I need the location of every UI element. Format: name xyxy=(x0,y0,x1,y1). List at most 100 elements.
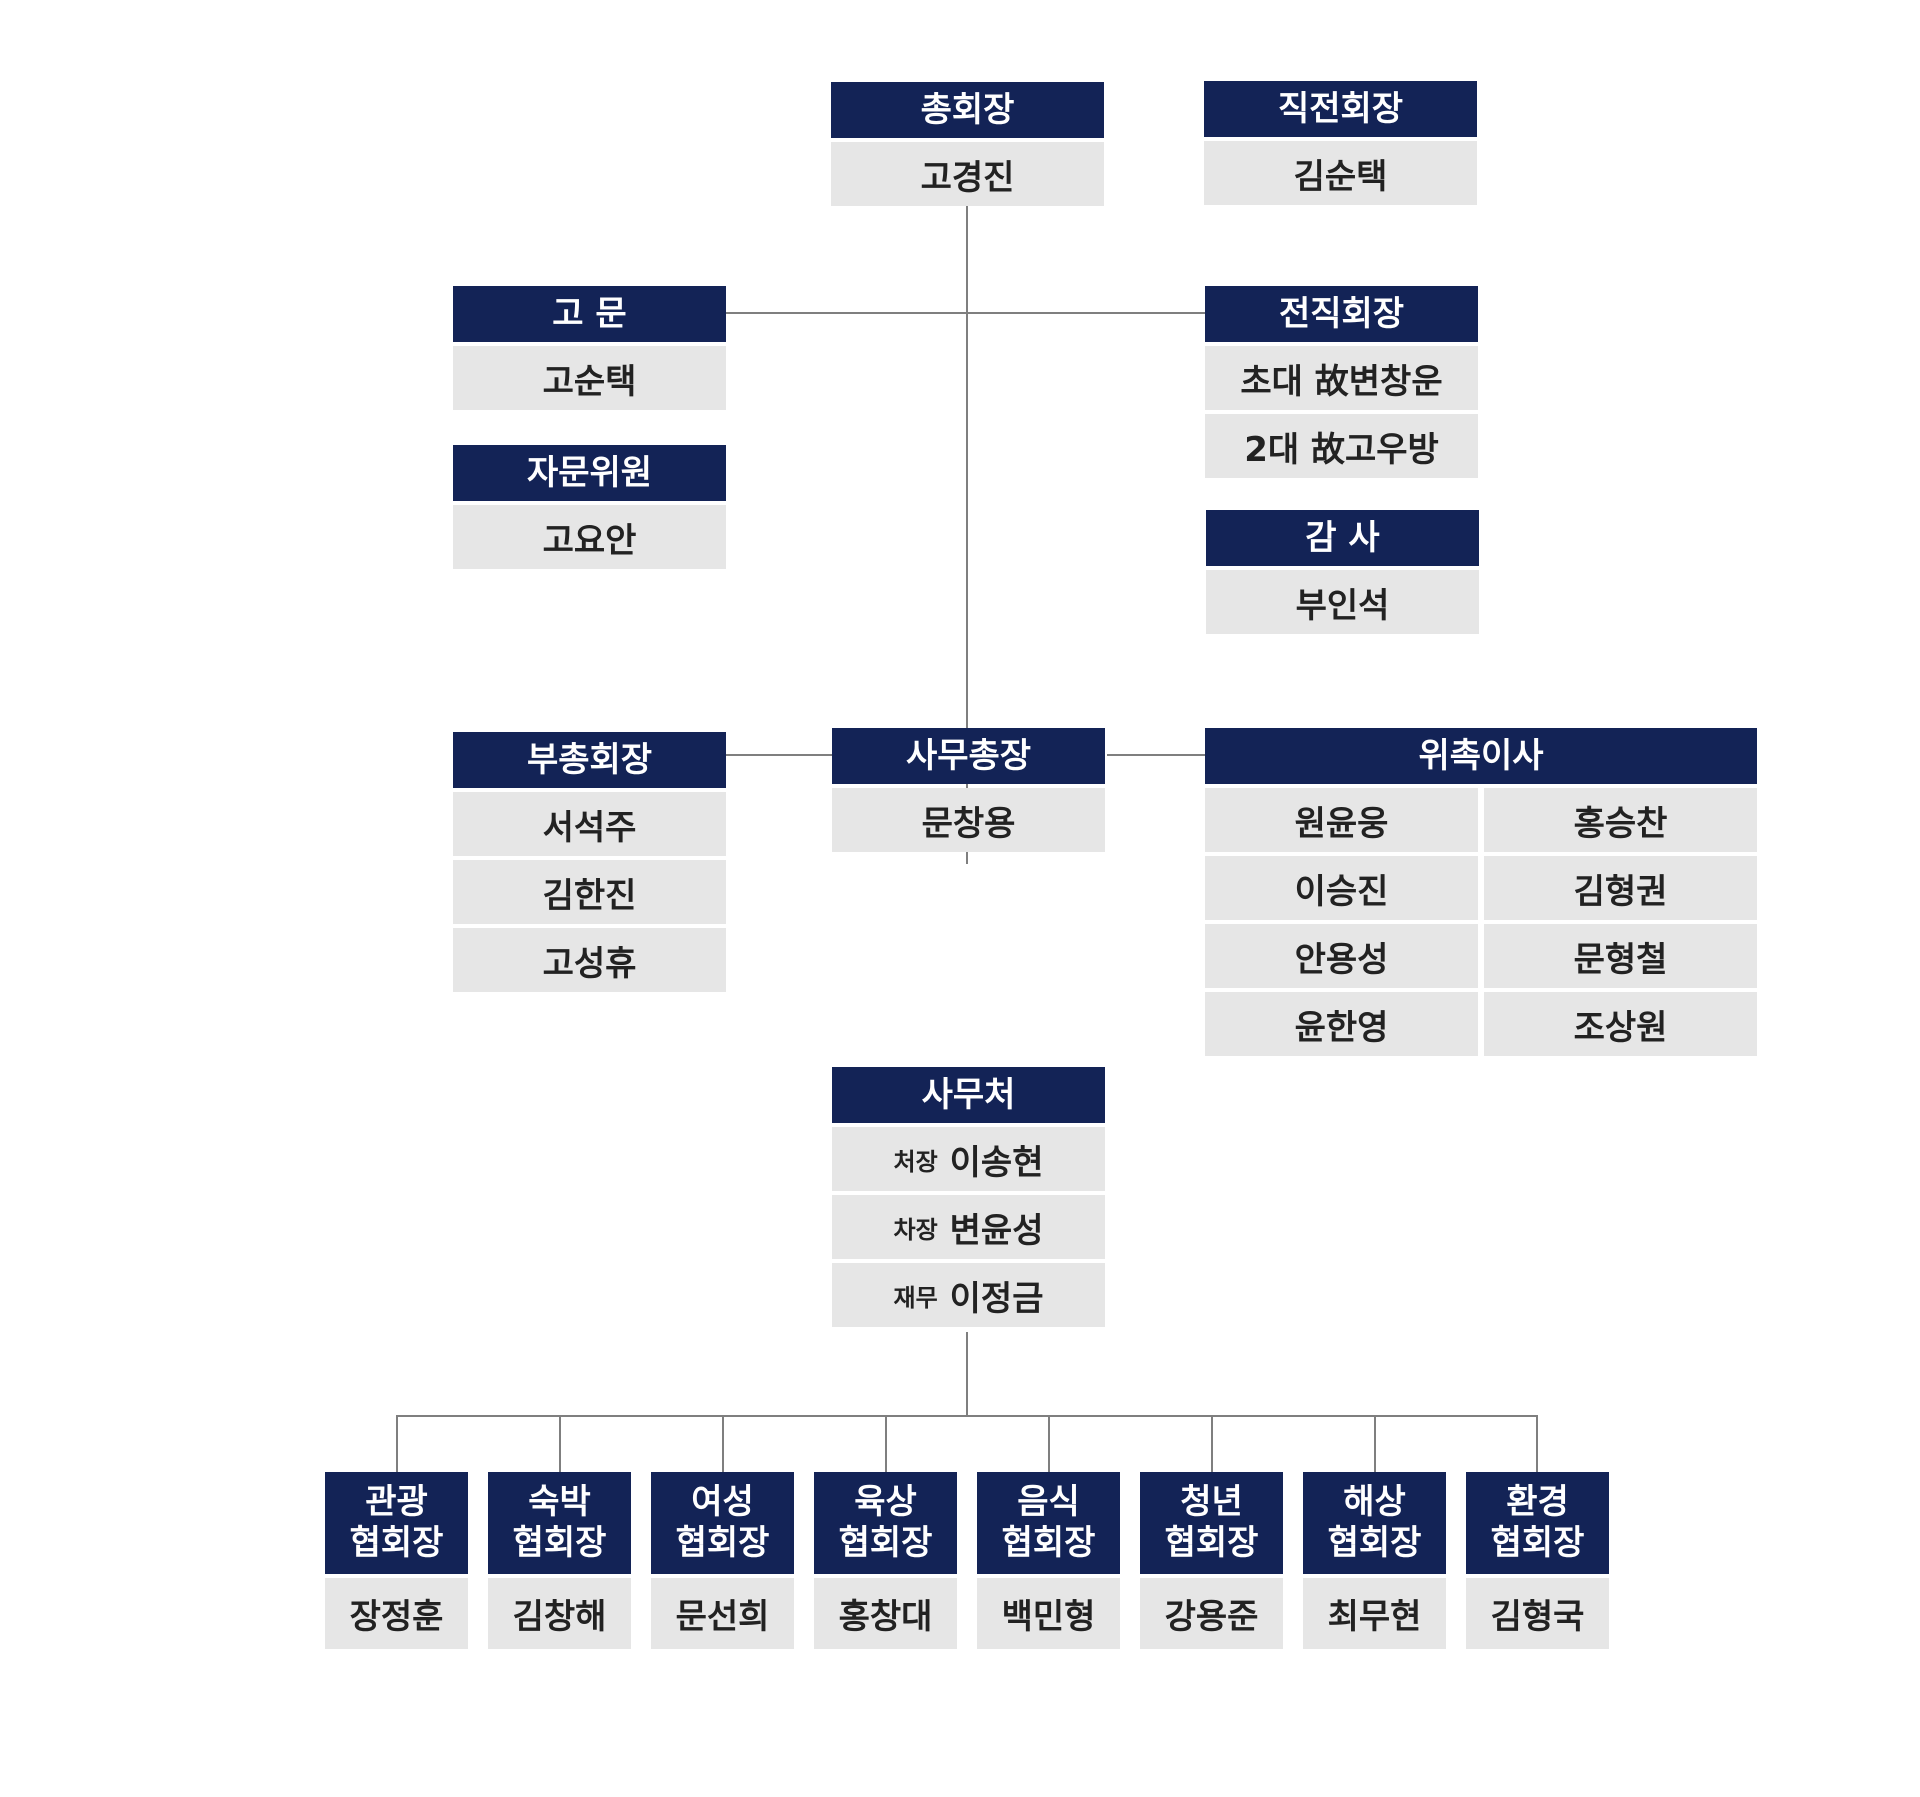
association-category: 청년 xyxy=(1180,1482,1243,1523)
association-name: 홍창대 xyxy=(814,1578,957,1649)
association-role: 협회장 xyxy=(675,1523,770,1563)
connector-vice-secretary xyxy=(726,754,832,756)
office-member-role: 처장 xyxy=(893,1147,938,1176)
association-title: 숙박 협회장 xyxy=(488,1472,631,1574)
office-title: 사무처 xyxy=(832,1067,1105,1123)
consultant-name: 고요안 xyxy=(453,505,726,569)
association-box: 숙박 협회장 김창해 xyxy=(488,1472,631,1649)
auditor-title: 감 사 xyxy=(1206,510,1479,566)
association-box: 환경 협회장 김형국 xyxy=(1466,1472,1609,1649)
office-member: 처장 이송현 xyxy=(832,1127,1105,1191)
association-box: 육상 협회장 홍창대 xyxy=(814,1472,957,1649)
director-item: 조상원 xyxy=(1484,992,1757,1056)
previous-president-title: 직전회장 xyxy=(1204,81,1477,137)
director-item: 안용성 xyxy=(1205,924,1478,988)
association-category: 관광 xyxy=(365,1482,428,1523)
connector-association-drop xyxy=(885,1415,887,1472)
association-role: 협회장 xyxy=(1490,1523,1585,1563)
vice-presidents-box: 부총회장 서석주 김한진 고성휴 xyxy=(453,732,726,992)
director-item: 이승진 xyxy=(1205,856,1478,920)
association-name: 백민형 xyxy=(977,1578,1120,1649)
association-role: 협회장 xyxy=(838,1523,933,1563)
secretary-general-name: 문창용 xyxy=(832,788,1105,852)
connector-trunk-top xyxy=(966,206,968,864)
president-name: 고경진 xyxy=(831,142,1104,206)
association-name: 장정훈 xyxy=(325,1578,468,1649)
association-box: 여성 협회장 문선희 xyxy=(651,1472,794,1649)
connector-association-drop xyxy=(559,1415,561,1472)
advisor-name: 고순택 xyxy=(453,346,726,410)
advisor-title: 고 문 xyxy=(453,286,726,342)
former-presidents-title: 전직회장 xyxy=(1205,286,1478,342)
vice-president-item: 김한진 xyxy=(453,860,726,924)
connector-association-drop xyxy=(1048,1415,1050,1472)
association-box: 해상 협회장 최무현 xyxy=(1303,1472,1446,1649)
connector-secretary-directors xyxy=(1107,754,1207,756)
association-box: 음식 협회장 백민형 xyxy=(977,1472,1120,1649)
association-role: 협회장 xyxy=(349,1523,444,1563)
association-title: 해상 협회장 xyxy=(1303,1472,1446,1574)
association-role: 협회장 xyxy=(512,1523,607,1563)
director-item: 원윤웅 xyxy=(1205,788,1478,852)
association-name: 문선희 xyxy=(651,1578,794,1649)
connector-trunk-bottom xyxy=(966,1332,968,1416)
office-member: 재무 이정금 xyxy=(832,1263,1105,1327)
former-president-item: 초대 故변창운 xyxy=(1205,346,1478,410)
association-title: 환경 협회장 xyxy=(1466,1472,1609,1574)
association-category: 환경 xyxy=(1506,1482,1569,1523)
office-member-name: 이송현 xyxy=(949,1142,1044,1183)
auditor-box: 감 사 부인석 xyxy=(1206,510,1479,634)
president-box: 총회장 고경진 xyxy=(831,82,1104,206)
office-member-role: 재무 xyxy=(893,1283,938,1312)
advisor-box: 고 문 고순택 xyxy=(453,286,726,410)
previous-president-name: 김순택 xyxy=(1204,141,1477,205)
office-member-name: 이정금 xyxy=(949,1278,1044,1319)
auditor-name: 부인석 xyxy=(1206,570,1479,634)
director-item: 윤한영 xyxy=(1205,992,1478,1056)
association-title: 여성 협회장 xyxy=(651,1472,794,1574)
association-box: 청년 협회장 강용준 xyxy=(1140,1472,1283,1649)
association-role: 협회장 xyxy=(1164,1523,1259,1563)
director-item: 문형철 xyxy=(1484,924,1757,988)
consultant-title: 자문위원 xyxy=(453,445,726,501)
vice-president-item: 고성휴 xyxy=(453,928,726,992)
association-name: 김창해 xyxy=(488,1578,631,1649)
association-category: 여성 xyxy=(691,1482,754,1523)
office-box: 사무처 처장 이송현 차장 변윤성 재무 이정금 xyxy=(832,1067,1105,1327)
association-title: 청년 협회장 xyxy=(1140,1472,1283,1574)
director-item: 홍승찬 xyxy=(1484,788,1757,852)
association-box: 관광 협회장 장정훈 xyxy=(325,1472,468,1649)
directors-grid: 원윤웅 홍승찬 이승진 김형권 안용성 문형철 윤한영 조상원 xyxy=(1205,784,1757,1056)
association-category: 숙박 xyxy=(528,1482,591,1523)
consultant-box: 자문위원 고요안 xyxy=(453,445,726,569)
office-member: 차장 변윤성 xyxy=(832,1195,1105,1259)
vice-president-item: 서석주 xyxy=(453,792,726,856)
former-presidents-box: 전직회장 초대 故변창운 2대 故고우방 xyxy=(1205,286,1478,478)
vice-presidents-title: 부총회장 xyxy=(453,732,726,788)
directors-title: 위촉이사 xyxy=(1205,728,1757,784)
association-name: 최무현 xyxy=(1303,1578,1446,1649)
association-category: 음식 xyxy=(1017,1482,1080,1523)
previous-president-box: 직전회장 김순택 xyxy=(1204,81,1477,205)
former-president-item: 2대 故고우방 xyxy=(1205,414,1478,478)
connector-association-drop xyxy=(1374,1415,1376,1472)
connector-association-drop xyxy=(396,1415,398,1472)
association-category: 해상 xyxy=(1343,1482,1406,1523)
connector-associations-bar xyxy=(396,1415,1537,1417)
association-category: 육상 xyxy=(854,1482,917,1523)
office-member-role: 차장 xyxy=(893,1215,938,1244)
association-title: 관광 협회장 xyxy=(325,1472,468,1574)
association-title: 음식 협회장 xyxy=(977,1472,1120,1574)
office-member-name: 변윤성 xyxy=(949,1210,1044,1251)
secretary-general-title: 사무총장 xyxy=(832,728,1105,784)
secretary-general-box: 사무총장 문창용 xyxy=(832,728,1105,852)
directors-box: 위촉이사 원윤웅 홍승찬 이승진 김형권 안용성 문형철 윤한영 조상원 xyxy=(1205,728,1757,1056)
president-title: 총회장 xyxy=(831,82,1104,138)
director-item: 김형권 xyxy=(1484,856,1757,920)
connector-association-drop xyxy=(1211,1415,1213,1472)
association-role: 협회장 xyxy=(1001,1523,1096,1563)
association-role: 협회장 xyxy=(1327,1523,1422,1563)
association-title: 육상 협회장 xyxy=(814,1472,957,1574)
association-name: 강용준 xyxy=(1140,1578,1283,1649)
